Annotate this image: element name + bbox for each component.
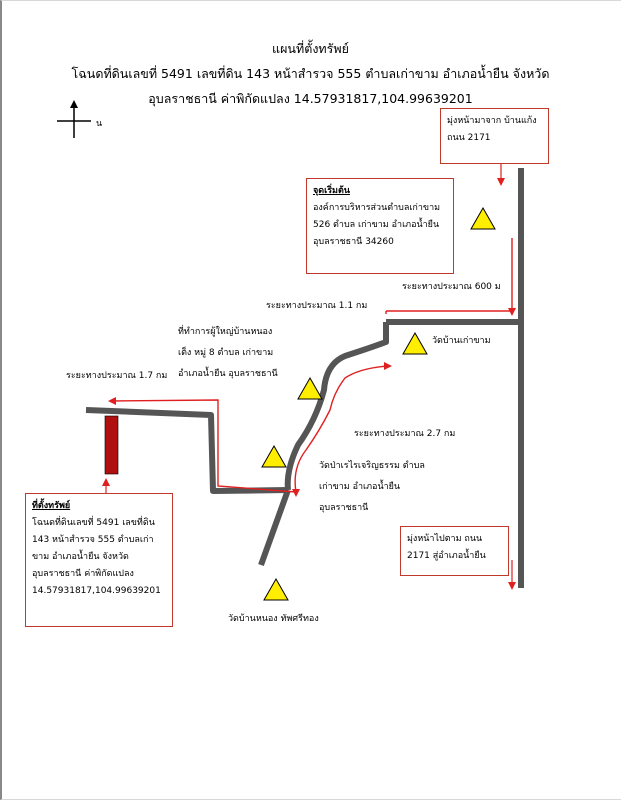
landmark-wat-nong-icon — [263, 577, 289, 601]
road-west — [85, 407, 289, 494]
wat-pa-label: วัดป่าเรไรเจริญธรรม ตำบล เก่าขาม อำเภอน้… — [319, 461, 425, 513]
property-box: ที่ตั้งทรัพย์ โฉนดที่ดินเลขที่ 5491 เลขท… — [25, 493, 173, 627]
village-head-label: ที่ทำการผู้ใหญ่บ้านหนอง เต็ง หมู่ 8 ตำบล… — [178, 327, 278, 379]
north-label: น — [96, 119, 103, 129]
route-segment-1-7km — [111, 399, 297, 493]
north-compass-icon — [57, 100, 91, 138]
map-subtitle-coordinates: อุบลราชธานี ค่าพิกัดแปลง 14.57931817,104… — [148, 91, 473, 106]
landmark-triangles — [261, 206, 496, 601]
from-direction-box: มุ่งหน้ามาจาก บ้านแก้ง ถนน 2171 — [440, 108, 549, 164]
landmark-wat-kao-kham-icon — [402, 331, 428, 355]
callout-lines — [105, 162, 513, 584]
road-south-branch — [258, 488, 291, 567]
route-arrowheads — [102, 178, 516, 590]
property-parcel — [104, 415, 119, 475]
map-title: แผนที่ตั้งทรัพย์ — [272, 41, 349, 56]
wat-kao-kham-label: วัดบ้านเก่าขาม — [432, 336, 491, 346]
wat-nong-label: วัดบ้านหนอง ทัพศรีทอง — [228, 614, 319, 624]
landmark-village-head-icon — [297, 376, 323, 400]
start-point-box: จุดเริ่มต้น องค์การบริหารส่วนตำบลเก่าขาม… — [306, 178, 454, 274]
distance-2-7km-label: ระยะทางประมาณ 2.7 กม — [354, 429, 456, 439]
distance-1-1km-label: ระยะทางประมาณ 1.1 กม — [266, 301, 368, 311]
to-direction-box: มุ่งหน้าไปตาม ถนน 2171 สู่อำเภอน้ำยืน — [400, 526, 509, 576]
landmark-start-icon — [470, 206, 496, 230]
route-segment-2-7km — [294, 365, 389, 493]
route-path — [111, 238, 513, 493]
road-village-curve — [284, 322, 389, 491]
roads — [85, 168, 524, 588]
distance-1-7km-label: ระยะทางประมาณ 1.7 กม — [66, 371, 168, 381]
map-subtitle-deed: โฉนดที่ดินเลขที่ 5491 เลขที่ดิน 143 หน้า… — [71, 66, 550, 81]
landmark-wat-pa-icon — [261, 444, 287, 468]
distance-600m-label: ระยะทางประมาณ 600 ม — [402, 282, 501, 292]
